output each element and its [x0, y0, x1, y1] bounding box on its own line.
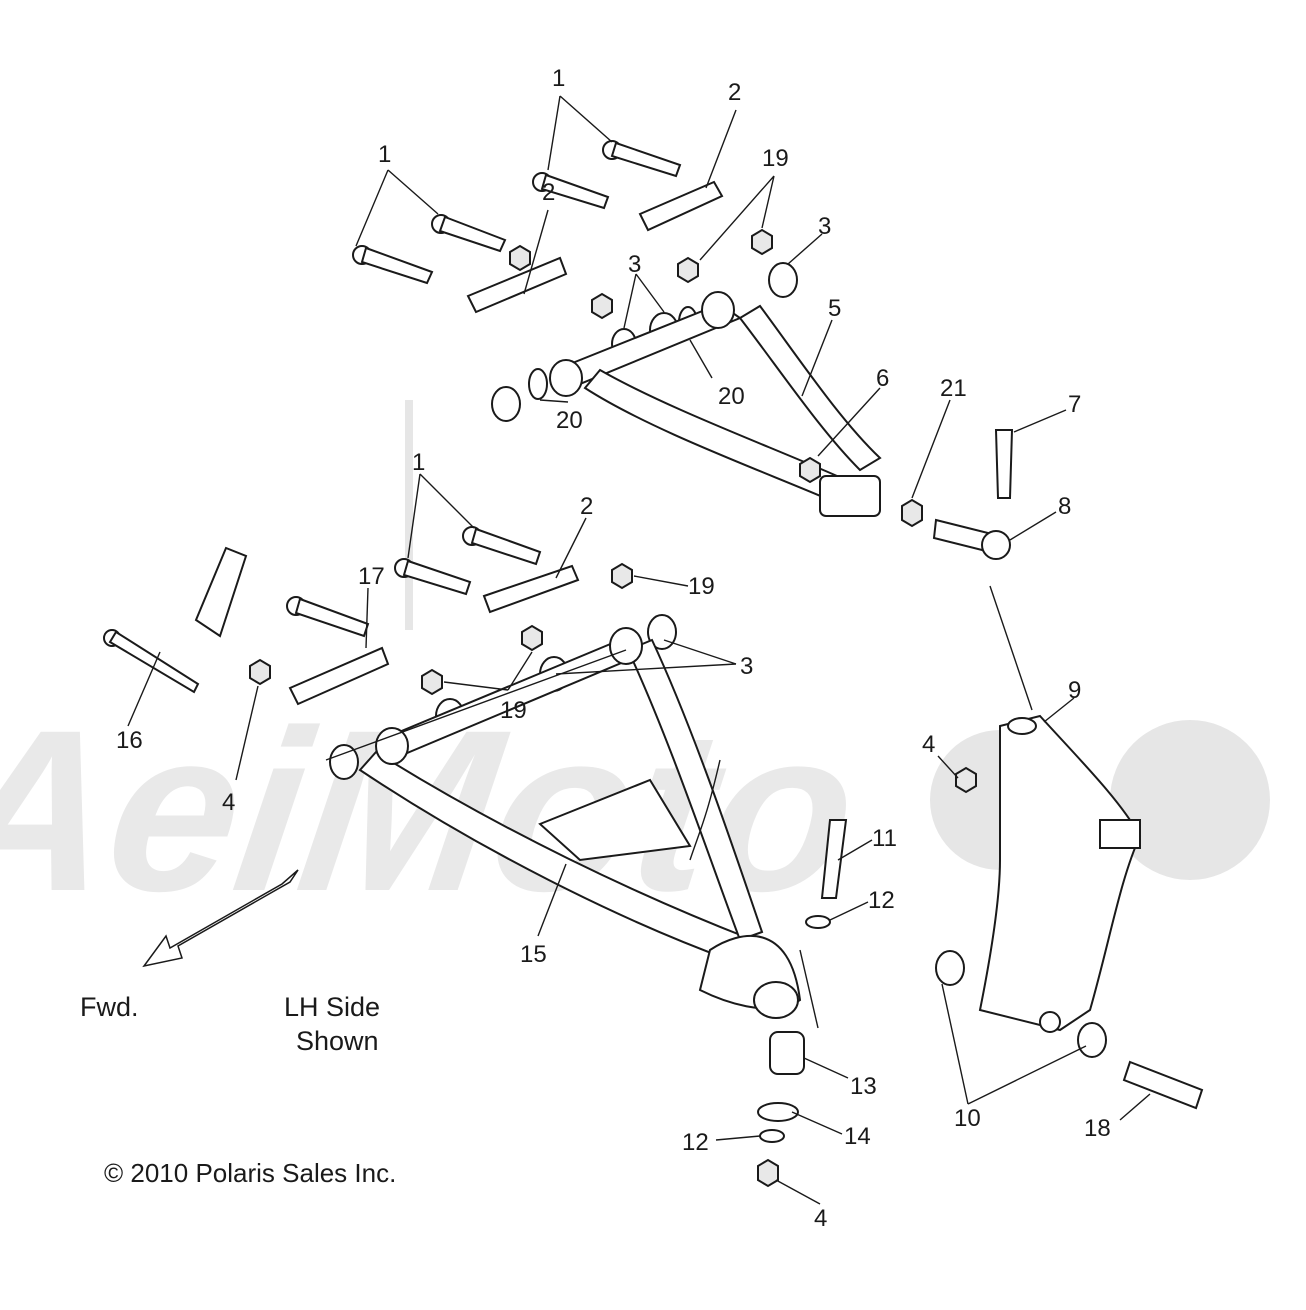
nut-part-6	[799, 456, 821, 484]
washer-part-12a	[805, 915, 831, 929]
ball-joint-part-13	[769, 1031, 805, 1075]
callout-label: 2	[728, 79, 741, 106]
bushing-part-10b	[1077, 1022, 1107, 1058]
leader-lines	[127, 95, 1151, 1205]
callout-label: 19	[500, 697, 527, 724]
side-note-line-2: Shown	[296, 1026, 379, 1056]
callout-label: 7	[1068, 391, 1081, 418]
nut-part-19a	[751, 228, 773, 256]
callout-label: 4	[222, 789, 235, 816]
upper-a-arm-assembly	[352, 140, 882, 517]
callout-label: 10	[954, 1105, 981, 1132]
bushing-part-3e	[647, 614, 677, 650]
clip-part-14	[757, 1102, 799, 1122]
nut-part-19e	[611, 562, 633, 590]
bolt-part-1b	[532, 172, 610, 210]
nut-part-4c	[757, 1158, 779, 1188]
bolt-part-1a	[602, 140, 682, 178]
callout-label: 8	[1058, 493, 1071, 520]
callout-label: 3	[818, 213, 831, 240]
bushing-part-3d	[491, 386, 521, 422]
plate-part-2a	[638, 180, 724, 232]
bracket-part	[194, 546, 248, 638]
bolt-part-1e	[462, 526, 542, 566]
callout-label: 5	[828, 295, 841, 322]
callout-label: 16	[116, 727, 143, 754]
callout-label: 2	[542, 179, 555, 206]
sleeve-part-18	[1122, 1060, 1204, 1110]
callout-label: 3	[628, 251, 641, 278]
tie-rod-end-part-8	[932, 518, 1011, 560]
bolt-part-1d	[352, 245, 434, 285]
forward-arrow-icon	[142, 869, 299, 968]
bolt-part-16	[103, 629, 200, 694]
callout-label: 20	[718, 383, 745, 410]
callout-label: 14	[844, 1123, 871, 1150]
plate-part-2c	[482, 564, 580, 614]
nut-part-19d	[509, 244, 531, 272]
nut-part-4b	[955, 766, 977, 794]
bolt-part-1f	[394, 558, 472, 596]
copyright-notice: © 2010 Polaris Sales Inc.	[104, 1158, 396, 1188]
callout-labels: 1 2 1 19 2 3 3 5 6 20 20 21 7 8 1 2 19 1…	[116, 65, 1111, 1232]
callout-label: 6	[876, 365, 889, 392]
callout-label: 4	[922, 731, 935, 758]
washer-part-20b	[528, 368, 548, 400]
forward-direction-label: Fwd.	[80, 992, 139, 1022]
washer-part-12b	[759, 1129, 785, 1143]
upper-a-arm-part-5	[549, 291, 882, 517]
callout-label: 18	[1084, 1115, 1111, 1142]
callout-label: 13	[850, 1073, 877, 1100]
bolt-part-7	[994, 429, 1014, 499]
callout-label: 21	[940, 375, 967, 402]
nut-part-4a	[249, 658, 271, 686]
callout-label: 15	[520, 941, 547, 968]
callout-label: 3	[740, 653, 753, 680]
callout-label: 2	[580, 493, 593, 520]
callout-label: 4	[814, 1205, 827, 1232]
lower-a-arm-assembly	[103, 526, 848, 1188]
callout-label: 12	[868, 887, 895, 914]
knuckle-part-9	[978, 714, 1142, 1033]
callout-label: 12	[682, 1129, 709, 1156]
callout-label: 19	[688, 573, 715, 600]
callout-label: 20	[556, 407, 583, 434]
nut-part-19b	[677, 256, 699, 284]
callout-label: 17	[358, 563, 385, 590]
nut-part-19f	[521, 624, 543, 652]
nut-part-19g	[421, 668, 443, 696]
callout-label: 9	[1068, 677, 1081, 704]
nut-part-19c	[591, 292, 613, 320]
side-note-line-1: LH Side	[284, 992, 380, 1022]
callout-label: 1	[412, 449, 425, 476]
plate-part-2b	[466, 256, 568, 314]
bolt-part-1g	[286, 596, 370, 638]
bushing-part-3a	[768, 262, 798, 298]
callout-label: 11	[872, 825, 897, 852]
callout-label: 19	[762, 145, 789, 172]
bolt-part-1c	[431, 214, 507, 253]
bolt-part-11	[820, 819, 848, 899]
bushing-part-10a	[935, 950, 965, 986]
callout-label: 1	[552, 65, 565, 92]
callout-label: 1	[378, 141, 391, 168]
plate-part-17	[288, 646, 390, 706]
nut-part-21	[901, 498, 923, 528]
bushing-part-3h	[329, 744, 359, 780]
